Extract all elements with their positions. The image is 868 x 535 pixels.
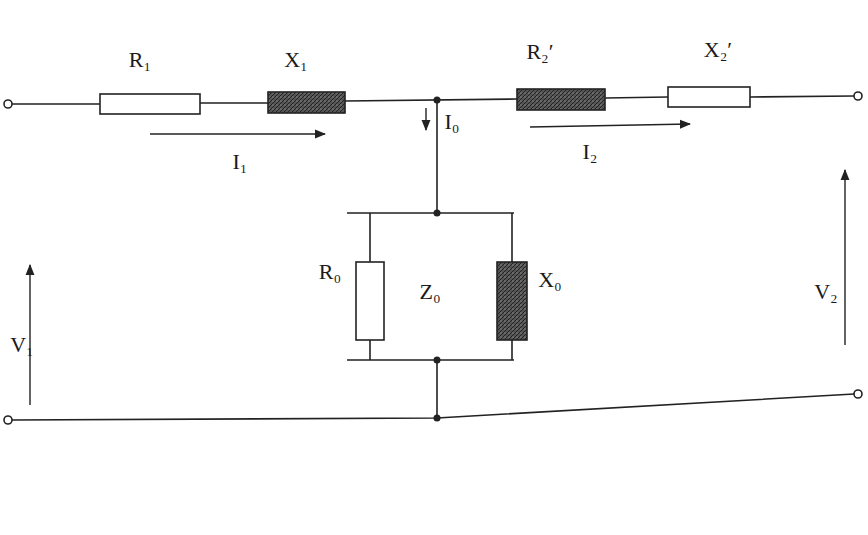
r2-resistor (517, 89, 605, 110)
current-label: I₁ (233, 151, 248, 173)
current-voltage-arrows (30, 108, 845, 405)
terminals (4, 92, 862, 424)
series-elements (100, 87, 750, 340)
current-label: I₂ (583, 141, 598, 163)
x0-reactance (497, 262, 527, 340)
impedance-label: Z₀ (419, 281, 440, 303)
component-label: R₁ (129, 49, 151, 71)
voltage-label: V₁ (10, 334, 34, 356)
component-label: X₂′ (704, 39, 732, 61)
current-label: I₀ (445, 111, 460, 133)
wires (12, 96, 854, 420)
component-label: R₀ (319, 261, 341, 283)
x1-reactance (268, 92, 345, 113)
component-label: X₀ (538, 269, 562, 291)
component-label: R₂′ (526, 41, 553, 63)
r1-resistor (100, 94, 200, 114)
r0-resistor (356, 262, 384, 340)
voltage-label: V₂ (814, 281, 838, 303)
component-label: X₁ (284, 49, 308, 71)
x2-reactance (668, 87, 750, 107)
junction-dots (434, 97, 441, 422)
